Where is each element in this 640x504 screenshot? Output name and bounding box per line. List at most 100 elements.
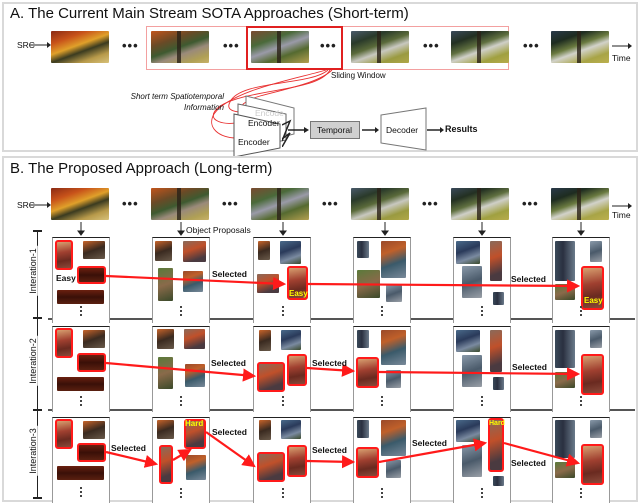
temporal-label: Temporal [317, 125, 352, 135]
selected-label: Selected [312, 358, 347, 368]
ellipsis-icon: ••• [223, 38, 240, 53]
proposal-crop [83, 241, 105, 259]
more-proposals-icon [180, 306, 182, 316]
proposal-crop [555, 241, 575, 281]
object-proposals-label: Object Proposals [186, 225, 251, 235]
easy-tag: Easy [289, 289, 308, 298]
video-frame-2 [151, 31, 209, 63]
video-frame-6 [551, 31, 609, 63]
video-frame-5 [451, 31, 509, 63]
video-frame-b5 [451, 188, 509, 220]
proposal-crop [456, 420, 480, 442]
proposal-crop-selected[interactable] [257, 362, 285, 392]
proposal-crop-selected[interactable] [581, 266, 604, 310]
more-proposals-icon [282, 396, 284, 406]
hard-tag: Hard [489, 420, 505, 427]
encoder-stack [233, 95, 295, 158]
proposal-crop [386, 370, 401, 388]
ellipsis-icon: ••• [423, 38, 440, 53]
proposal-crop-selected[interactable] [77, 266, 106, 284]
panel-a-title: A. The Current Main Stream SOTA Approach… [10, 5, 409, 22]
proposal-crop [184, 329, 205, 349]
video-frame-b6 [551, 188, 609, 220]
proposal-crop [490, 241, 502, 281]
proposal-crop [281, 330, 301, 350]
video-frame-b2 [151, 188, 209, 220]
iteration-divider [48, 318, 635, 320]
more-proposals-icon [381, 306, 383, 316]
more-proposals-icon [282, 306, 284, 316]
more-proposals-icon [580, 488, 582, 498]
ellipsis-icon: ••• [320, 38, 337, 53]
proposal-crop [259, 420, 271, 440]
time-label-b: Time [612, 210, 631, 220]
easy-tag: Easy [584, 296, 603, 305]
more-proposals-icon [180, 488, 182, 498]
proposal-crop-selected[interactable] [77, 353, 106, 372]
short-term-line2: Information [183, 103, 224, 112]
proposal-crop-selected[interactable] [159, 445, 173, 484]
proposal-crop [155, 241, 172, 261]
selected-label: Selected [511, 274, 546, 284]
proposal-crop-selected[interactable] [77, 443, 106, 462]
selected-label: Selected [211, 358, 246, 368]
proposal-crop [158, 357, 173, 389]
proposal-crop-selected[interactable] [55, 328, 73, 358]
proposal-crop-selected[interactable] [55, 240, 73, 270]
proposal-crop [462, 445, 482, 477]
more-proposals-icon [282, 488, 284, 498]
proposal-crop-selected[interactable] [287, 266, 308, 300]
more-proposals-icon [381, 488, 383, 498]
proposal-crop [281, 420, 301, 439]
proposal-crop [381, 330, 406, 365]
proposal-crop-selected[interactable] [488, 418, 504, 472]
proposal-crop-selected[interactable] [55, 419, 73, 449]
proposal-crop [386, 460, 401, 478]
short-term-line1: Short term Spatiotemporal [130, 92, 224, 101]
proposal-crop [183, 241, 206, 262]
selected-label: Selected [512, 362, 547, 372]
proposal-crop [357, 420, 369, 438]
proposal-crop-selected[interactable] [581, 444, 604, 485]
iter-cap [33, 409, 42, 411]
sliding-window-label: Sliding Window [331, 71, 386, 80]
down-arrows [77, 222, 585, 236]
proposal-crop [381, 420, 406, 456]
proposal-crop [493, 292, 504, 305]
ellipsis-icon: ••• [222, 196, 239, 211]
proposal-crop-selected[interactable] [257, 452, 285, 482]
proposal-crop [555, 330, 575, 368]
results-label: Results [445, 124, 478, 134]
more-proposals-icon [481, 488, 483, 498]
src-arrow-icon-b [30, 202, 51, 208]
sliding-window-frame[interactable] [246, 26, 343, 70]
proposal-crop-selected[interactable] [184, 419, 206, 449]
easy-label: Easy [56, 273, 76, 283]
more-proposals-icon [80, 396, 82, 406]
proposal-crop-selected[interactable] [581, 354, 604, 395]
time-arrow-icon [612, 43, 632, 49]
decoder-to-results-arrow-icon [427, 127, 444, 133]
proposal-crop [493, 377, 504, 390]
proposal-crop [456, 330, 480, 352]
proposal-crop-selected[interactable] [356, 447, 379, 478]
hard-tag: Hard [185, 419, 204, 428]
time-label: Time [612, 53, 631, 63]
proposal-crop-selected[interactable] [356, 357, 379, 388]
temporal-block [310, 121, 360, 139]
more-proposals-icon [580, 306, 582, 316]
proposal-crop [386, 285, 402, 302]
proposal-crop [462, 266, 482, 298]
src-label-b: SRC [17, 200, 35, 210]
video-frame-b3 [251, 188, 309, 220]
proposal-crop-selected[interactable] [287, 445, 307, 477]
iteration-divider [48, 409, 635, 411]
time-arrow-icon-b [612, 203, 632, 209]
proposal-crop [158, 268, 173, 301]
ellipsis-icon: ••• [122, 196, 139, 211]
proposal-crop [57, 466, 104, 480]
proposal-crop-selected[interactable] [287, 354, 307, 386]
proposal-crop [456, 241, 480, 264]
short-term-info-label: Short term Spatiotemporal Information [104, 91, 224, 113]
